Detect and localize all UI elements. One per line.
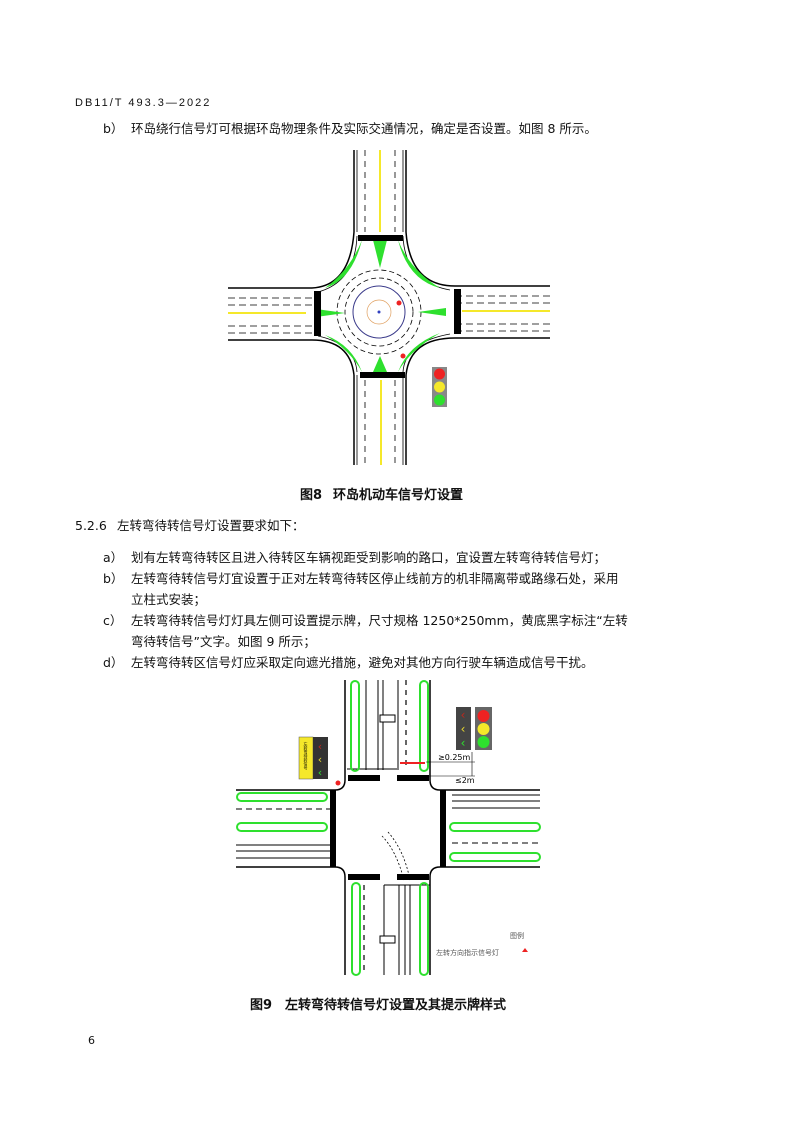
list-marker: d） [103, 655, 124, 670]
arrow-signal-icon: ‹ ‹ ‹ [456, 707, 471, 750]
left-turn-signal-legend-icon [522, 948, 528, 952]
list-item-text: 弯待转信号”文字。如图 9 所示； [131, 634, 316, 649]
figure8-roundabout-diagram [228, 150, 550, 465]
doc-code-header: DB11/T 493.3—2022 [75, 97, 212, 109]
list-item-text: 左转弯待转信号灯灯具左侧可设置提示牌，尺寸规格 1250*250mm，黄底黑字标… [131, 613, 628, 628]
figure9-caption-number: 图9 [250, 998, 273, 1013]
figure8-caption-number: 图8 [300, 488, 323, 503]
figure8-caption: 环岛机动车信号灯设置 [333, 488, 464, 503]
legend-item-label: 左转方向指示信号灯 [436, 948, 499, 957]
list-item-text: 左转弯待转信号灯宜设置于正对左转弯待转区停止线前方的机非隔离带或路缘石处，采用 [131, 571, 619, 586]
figure9-caption: 左转弯待转信号灯设置及其提示牌样式 [285, 998, 507, 1013]
list-marker: a） [103, 550, 124, 565]
page-number: 6 [88, 1034, 95, 1047]
list-marker: b） [103, 571, 124, 586]
sign-text: 左转弯待转信号 [304, 741, 309, 771]
list-item-text: 立柱式安装； [131, 592, 207, 607]
svg-text:‹: ‹ [318, 766, 322, 779]
section-number: 5.2.6 [75, 518, 107, 533]
traffic-light-icon [432, 367, 447, 407]
dimension-label: ≥0.25m [438, 753, 471, 762]
svg-text:‹: ‹ [461, 708, 466, 722]
list-item-text: 左转弯待转区信号灯应采取定向遮光措施，避免对其他方向行驶车辆造成信号干扰。 [131, 655, 594, 670]
left-turn-waiting-sign: 左转弯待转信号 ‹ ‹ ‹ [298, 736, 328, 780]
svg-text:‹: ‹ [318, 753, 322, 766]
dimension-label: ≤2m [455, 776, 475, 785]
paragraph-text: 环岛绕行信号灯可根据环岛物理条件及实际交通情况，确定是否设置。如图 8 所示。 [131, 121, 597, 136]
svg-text:‹: ‹ [318, 740, 322, 753]
figure9-intersection-diagram: 左转弯待转信号 ‹ ‹ ‹ ‹ ‹ ‹ ≥0.25m ≤2m 图例 左转方向指示… [236, 680, 541, 976]
svg-text:‹: ‹ [461, 722, 466, 736]
legend-title: 图例 [510, 931, 524, 940]
section-title: 左转弯待转信号灯设置要求如下： [117, 518, 305, 533]
list-marker: c） [103, 613, 123, 628]
traffic-light-icon [475, 707, 492, 750]
list-item-text: 划有左转弯待转区且进入待转区车辆视距受到影响的路口，宜设置左转弯待转信号灯； [131, 550, 607, 565]
list-marker: b） [103, 121, 124, 136]
svg-text:‹: ‹ [461, 736, 466, 750]
